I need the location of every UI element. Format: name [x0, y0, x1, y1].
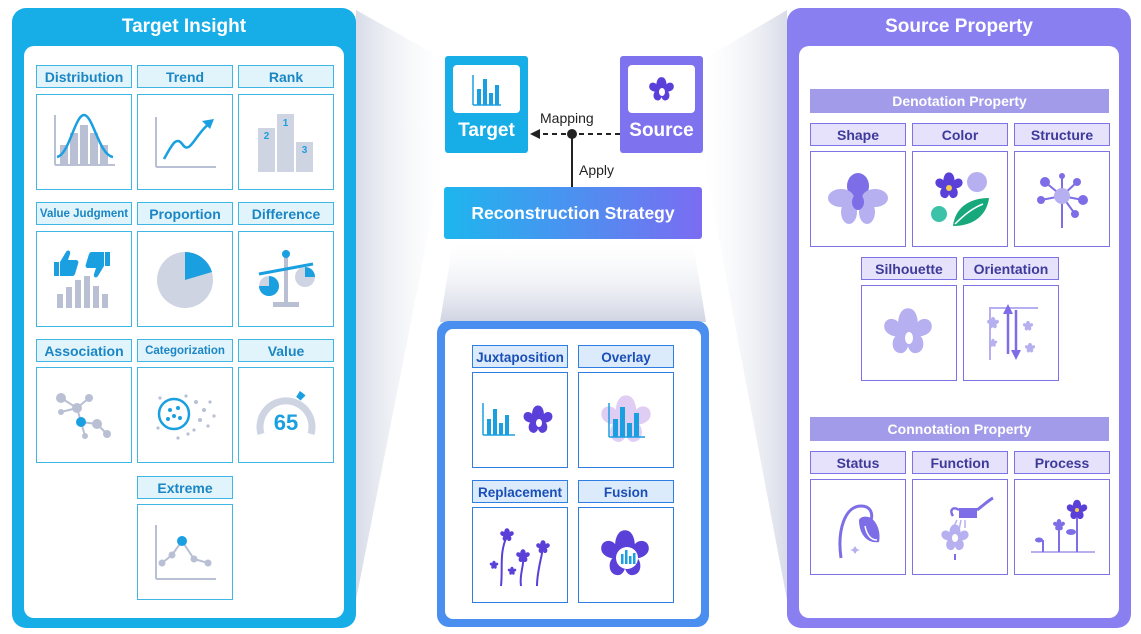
source-node: Source — [620, 56, 703, 153]
pie-icon — [157, 251, 213, 308]
cell-color — [912, 151, 1008, 247]
label-color: Color — [912, 123, 1008, 146]
label-value-judgment: Value Judgment — [36, 202, 132, 225]
label-orientation: Orientation — [963, 257, 1059, 280]
cell-overlay — [578, 372, 674, 468]
cell-association — [36, 367, 132, 463]
cell-function — [912, 479, 1008, 575]
growth-process-icon — [1031, 499, 1095, 553]
mapping-label: Mapping — [540, 110, 594, 126]
label-process: Process — [1014, 451, 1110, 474]
watering-can-icon — [941, 496, 994, 560]
rank-number-2: 2 — [264, 131, 270, 142]
label-overlay: Overlay — [578, 345, 674, 368]
orientation-icon — [987, 304, 1038, 360]
label-value: Value — [238, 339, 334, 362]
podium-icon: 2 1 3 — [258, 114, 313, 172]
juxtaposition-icon — [482, 403, 553, 436]
rank-number-1: 1 — [283, 118, 289, 129]
denotation-header: Denotation Property — [810, 89, 1109, 113]
cell-fusion — [578, 507, 674, 603]
overlay-icon — [601, 395, 651, 442]
label-proportion: Proportion — [137, 202, 233, 225]
cell-replacement — [472, 507, 568, 603]
cell-value-judgment — [36, 231, 132, 327]
trend-arrow-icon — [155, 117, 216, 168]
target-node: Target — [445, 56, 528, 153]
orchid-icon — [828, 173, 888, 224]
thumbs-icon — [54, 250, 110, 308]
label-status: Status — [810, 451, 906, 474]
target-panel-title: Target Insight — [121, 16, 247, 37]
label-structure: Structure — [1014, 123, 1110, 146]
network-icon — [56, 393, 111, 439]
cell-structure — [1014, 151, 1110, 247]
apply-label: Apply — [579, 162, 615, 178]
wilted-flower-icon — [838, 504, 880, 559]
target-node-label: Target — [458, 120, 515, 141]
gauge-icon: 65 — [256, 391, 316, 435]
cell-value: 65 — [238, 367, 334, 463]
label-replacement: Replacement — [472, 480, 568, 503]
cell-extreme — [137, 504, 233, 600]
leaf-icon — [931, 172, 989, 226]
cell-juxtaposition — [472, 372, 568, 468]
extreme-point-icon — [155, 525, 216, 580]
gauge-value: 65 — [274, 410, 298, 435]
label-fusion: Fusion — [578, 480, 674, 503]
label-distribution: Distribution — [36, 65, 132, 88]
cell-silhouette — [861, 285, 957, 381]
label-trend: Trend — [137, 65, 233, 88]
cell-categorization — [137, 367, 233, 463]
connotation-header: Connotation Property — [810, 417, 1109, 441]
reconstruction-strategy-banner: Reconstruction Strategy — [444, 187, 702, 239]
cell-rank: 2 1 3 — [238, 94, 334, 190]
cell-orientation — [963, 285, 1059, 381]
cell-process — [1014, 479, 1110, 575]
source-panel-title: Source Property — [885, 16, 1033, 37]
cell-trend — [137, 94, 233, 190]
label-function: Function — [912, 451, 1008, 474]
label-juxtaposition: Juxtaposition — [472, 345, 568, 368]
label-silhouette: Silhouette — [861, 257, 957, 280]
source-node-label: Source — [629, 120, 694, 141]
label-rank: Rank — [238, 65, 334, 88]
label-association: Association — [36, 339, 132, 362]
cluster-icon — [156, 394, 216, 440]
label-difference: Difference — [238, 202, 334, 225]
replacement-icon — [489, 528, 550, 587]
silhouette-flower-icon — [884, 308, 932, 354]
flower-icon — [649, 77, 674, 101]
cell-status — [810, 479, 906, 575]
cell-shape — [810, 151, 906, 247]
cell-proportion — [137, 231, 233, 327]
cell-difference — [238, 231, 334, 327]
label-shape: Shape — [810, 123, 906, 146]
distribution-curve-icon — [54, 113, 115, 166]
label-categorization: Categorization — [137, 339, 233, 362]
label-extreme: Extreme — [137, 476, 233, 499]
balance-scale-icon — [258, 250, 315, 307]
bar-chart-icon — [472, 75, 501, 106]
fusion-icon — [601, 530, 649, 576]
rank-number-3: 3 — [302, 145, 308, 156]
cell-distribution — [36, 94, 132, 190]
molecule-icon — [1037, 173, 1088, 228]
